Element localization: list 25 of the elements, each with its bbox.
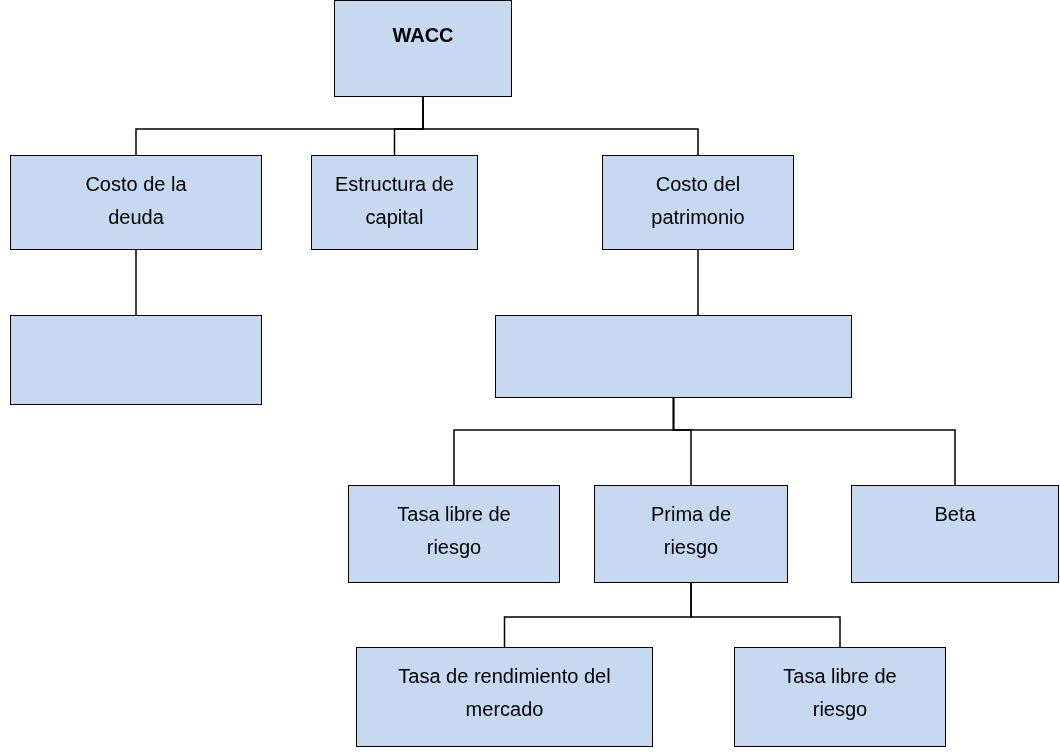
- box-label: Costo de la deuda: [84, 172, 188, 230]
- connector-line: [135, 249, 137, 316]
- box-label: Tasa libre de riesgo: [782, 664, 898, 722]
- box-label: Tasa libre de riesgo: [396, 502, 512, 560]
- process-box: [851, 485, 1059, 583]
- connector-line: [697, 249, 699, 316]
- process-box: [602, 155, 794, 250]
- box-label: Tasa de rendimiento del mercado: [397, 664, 612, 722]
- process-box: [311, 155, 478, 250]
- connector-line: [422, 96, 699, 156]
- box-label: Beta: [934, 502, 976, 527]
- box-label: WACC: [392, 23, 454, 48]
- process-box: [594, 485, 788, 583]
- box-label: Estructura de capital: [334, 172, 455, 230]
- process-box: [356, 647, 653, 747]
- box-label: Costo del patrimonio: [650, 172, 746, 230]
- empty-box: [10, 315, 262, 405]
- process-box: [734, 647, 946, 747]
- process-box: [10, 155, 262, 250]
- connector-line: [690, 582, 841, 648]
- empty-box: [495, 315, 852, 398]
- connector-line: [672, 397, 956, 486]
- process-box: [348, 485, 560, 583]
- box-label: Prima de riesgo: [650, 502, 732, 560]
- process-box: [334, 0, 512, 97]
